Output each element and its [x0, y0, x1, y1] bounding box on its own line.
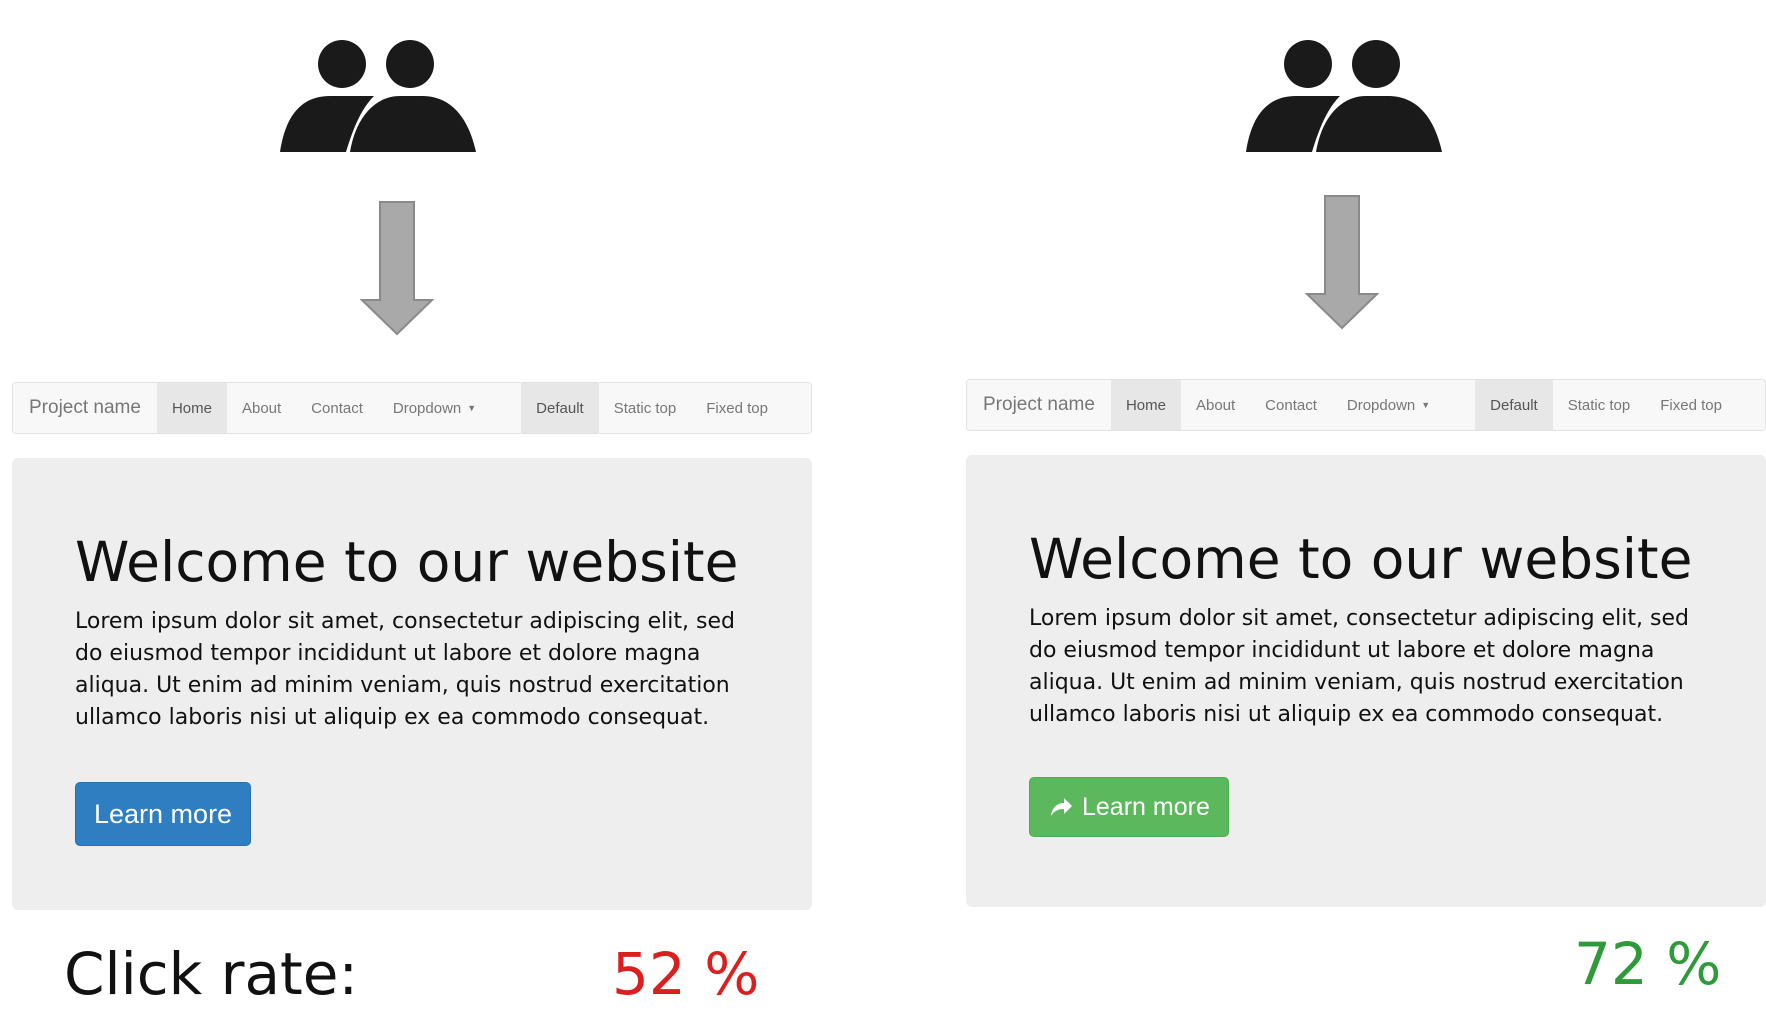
- learn-more-button[interactable]: Learn more: [75, 782, 252, 846]
- jumbotron-text: Lorem ipsum dolor sit amet, consectetur …: [75, 609, 735, 730]
- down-arrow-icon: [360, 201, 434, 336]
- nav-item-default[interactable]: Default: [521, 383, 599, 433]
- navbar-right: Default Static top Fixed top: [521, 383, 783, 433]
- nav-item-home[interactable]: Home: [156, 383, 227, 433]
- navbar-brand[interactable]: Project name: [29, 397, 141, 418]
- variant-b: Project name Home About Contact Dropdown…: [966, 0, 1766, 1020]
- nav-item-about[interactable]: About: [1195, 396, 1236, 414]
- share-arrow-icon: [1051, 798, 1072, 816]
- nav-item-fixed-top[interactable]: Fixed top: [1660, 396, 1722, 414]
- nav-item-fixed-top[interactable]: Fixed top: [706, 399, 768, 417]
- users-icon: [1246, 40, 1442, 152]
- click-rate-value-b: 72 %: [1574, 930, 1722, 998]
- nav-item-dropdown[interactable]: Dropdown ▼: [1332, 380, 1445, 430]
- jumbotron-text: Lorem ipsum dolor sit amet, consectetur …: [1029, 606, 1689, 727]
- caret-down-icon: ▼: [1421, 400, 1431, 410]
- learn-more-button[interactable]: Learn more: [1029, 777, 1229, 837]
- learn-more-label: Learn more: [1082, 792, 1210, 821]
- jumbotron: Welcome to our website Lorem ipsum dolor…: [12, 458, 812, 910]
- jumbotron: Welcome to our website Lorem ipsum dolor…: [966, 455, 1766, 907]
- nav-item-dropdown-label: Dropdown: [1346, 396, 1416, 414]
- down-arrow-icon: [1305, 195, 1379, 330]
- click-rate-value-a: 52 %: [612, 940, 760, 1008]
- nav-item-contact[interactable]: Contact: [311, 399, 363, 417]
- nav-item-contact[interactable]: Contact: [1265, 396, 1317, 414]
- jumbotron-title: Welcome to our website: [1029, 527, 1693, 591]
- learn-more-label: Learn more: [94, 798, 233, 829]
- caret-down-icon: ▼: [467, 403, 477, 413]
- users-icon: [280, 40, 476, 152]
- nav-item-home[interactable]: Home: [1110, 380, 1181, 430]
- navbar-brand[interactable]: Project name: [983, 394, 1095, 415]
- navbar-right: Default Static top Fixed top: [1475, 380, 1737, 430]
- nav-item-default[interactable]: Default: [1475, 380, 1553, 430]
- jumbotron-title: Welcome to our website: [75, 530, 739, 594]
- nav-item-dropdown[interactable]: Dropdown ▼: [378, 383, 491, 433]
- navbar: Project name Home About Contact Dropdown…: [12, 382, 812, 434]
- nav-item-about[interactable]: About: [241, 399, 282, 417]
- click-rate-label: Click rate:: [64, 940, 358, 1008]
- nav-item-static-top[interactable]: Static top: [613, 399, 677, 417]
- nav-item-static-top[interactable]: Static top: [1567, 396, 1631, 414]
- navbar: Project name Home About Contact Dropdown…: [966, 379, 1766, 431]
- nav-item-dropdown-label: Dropdown: [392, 399, 462, 417]
- variant-a: Project name Home About Contact Dropdown…: [12, 0, 822, 1020]
